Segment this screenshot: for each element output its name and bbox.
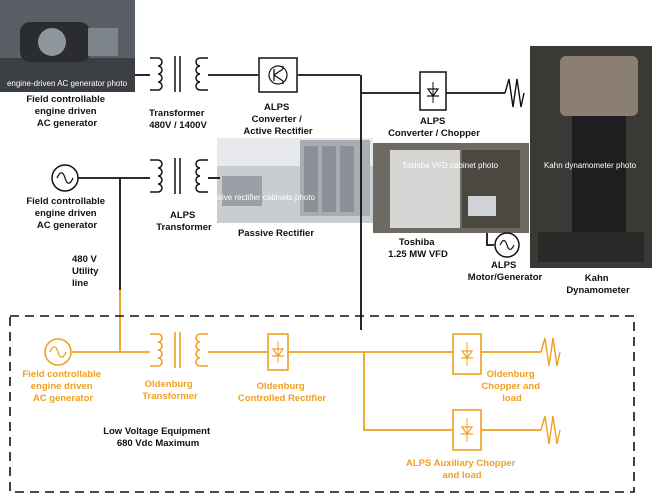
aux-chopper-label: ALPS Auxiliary Chopper and load [406,458,518,481]
generator-photo: engine-driven AC generator photo [0,0,135,92]
utility-label: 480 V Utility line [72,254,101,289]
generator-2-symbol [51,164,79,192]
gen2-label: Field controllable engine driven AC gene… [26,196,107,231]
oldenburg-transformer-symbol [150,332,208,368]
alps-chopper-load-resistor [504,78,525,108]
oldenburg-chopper-symbol [452,333,482,375]
passive-rectifier-label: Passive Rectifier [238,228,314,239]
alps-active-label: ALPS Converter / Active Rectifier [243,102,312,137]
svg-text:engine-driven AC generator pho: engine-driven AC generator photo [7,79,128,88]
svg-text:Kahn dynamometer photo: Kahn dynamometer photo [544,161,637,170]
generator-3-symbol [44,338,72,366]
svg-text:passive rectifier cabinets pho: passive rectifier cabinets photo [205,193,315,202]
svg-text:Toshiba VFD cabinet photo: Toshiba VFD cabinet photo [402,161,499,170]
alps-transformer-label: ALPS Transformer [156,210,212,233]
alps-chopper-label: ALPS Converter / Chopper [388,116,480,139]
kahn-label: Kahn Dynamometer [566,273,630,296]
gen3-label: Field controllable engine driven AC gene… [22,369,103,404]
low-voltage-boundary [9,315,635,493]
alps-chopper-symbol [419,71,447,111]
alps-motor-generator-symbol [494,232,520,258]
oldenburg-rectifier-label: Oldenburg Controlled Rectifier [238,381,326,404]
oldenburg-rectifier-symbol [267,333,289,371]
alps-active-rectifier-symbol [258,57,298,93]
transformer1-label: Transformer 480V / 1400V [149,108,207,131]
alps-transformer-symbol [150,158,208,194]
alps-motor-label: ALPS Motor/Generator [468,260,543,283]
transformer-1-symbol [150,56,208,92]
aux-chopper-symbol [452,409,482,451]
toshiba-label: Toshiba 1.25 MW VFD [388,237,448,260]
kahn-dynamometer-photo: Kahn dynamometer photo [530,46,652,268]
oldenburg-load-resistor [540,337,561,367]
black-wiring [78,74,505,330]
orange-wiring [72,290,541,431]
low-voltage-label: Low Voltage Equipment 680 Vdc Maximum [103,426,213,449]
aux-load-resistor [540,415,561,445]
toshiba-vfd-photo: Toshiba VFD cabinet photo [373,143,529,233]
gen1-label: Field controllable engine driven AC gene… [26,94,107,129]
oldenburg-chopper-label: Oldenburg Chopper and load [481,369,542,404]
passive-rectifier-photo: passive rectifier cabinets photo [205,138,373,223]
oldenburg-transformer-label: Oldenburg Transformer [142,379,198,402]
